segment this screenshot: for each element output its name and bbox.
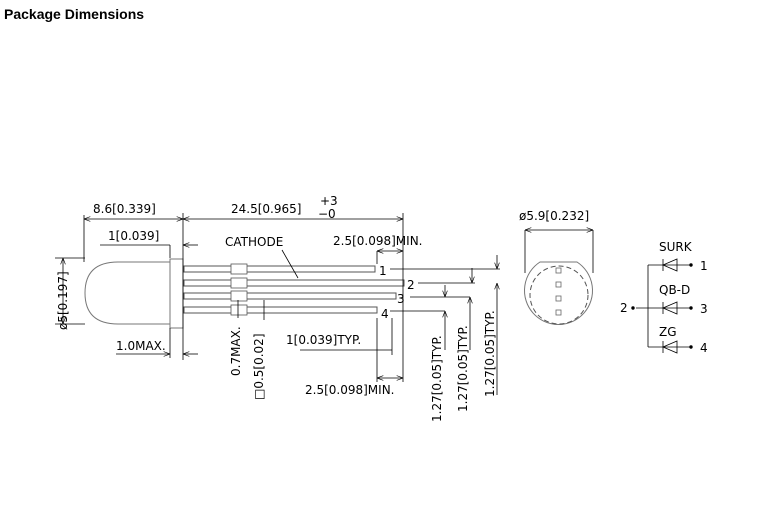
lead-3	[183, 292, 397, 300]
schematic-pin-1: 1	[700, 259, 708, 273]
lead-4	[183, 306, 378, 314]
schematic-pin-3: 3	[700, 302, 708, 316]
dim-flange-width: 1[0.039]	[108, 229, 159, 243]
schematic-common-pin: 2	[620, 301, 628, 315]
dim-lead-length: 24.5[0.965]	[231, 202, 301, 216]
dim-lead-stagger-top: 2.5[0.098]MIN.	[333, 234, 422, 248]
schematic-pin-4: 4	[700, 341, 708, 355]
dim-standoff-max: 0.7MAX.	[229, 326, 243, 376]
pin-label-4: 4	[381, 307, 389, 321]
pin-label-1: 1	[379, 264, 387, 278]
dim-lead-pitch-typ: 1[0.039]TYP.	[286, 333, 361, 347]
dim-lead-square: □0.5[0.02]	[252, 333, 266, 400]
cathode-label: CATHODE	[225, 235, 283, 249]
dim-flange-max: 1.0MAX.	[116, 339, 166, 353]
pin-label-3: 3	[397, 292, 405, 306]
page-title: Package Dimensions	[4, 6, 145, 22]
dim-pitch-1: 1.27[0.05]TYP.	[430, 335, 444, 422]
dim-overall-dome: 8.6[0.339]	[93, 202, 156, 216]
dim-pitch-2: 1.27[0.05]TYP.	[456, 325, 470, 412]
led-flange	[169, 258, 184, 329]
pin-label-2: 2	[407, 278, 415, 292]
lead-1	[183, 265, 376, 273]
dim-lead-stagger-bottom: 2.5[0.098]MIN.	[305, 383, 394, 397]
lead-2	[183, 279, 405, 287]
schematic-label-zg: ZG	[659, 325, 677, 339]
circuit-schematic	[631, 258, 693, 354]
led-dome	[84, 261, 170, 325]
schematic-label-qbd: QB-D	[659, 283, 690, 297]
dim-pitch-3: 1.27[0.05]TYP.	[483, 310, 497, 397]
led-front-view: ø5.9[0.232]	[519, 209, 594, 326]
dim-flange-diameter: ø5.9[0.232]	[519, 209, 589, 223]
led-side-view: 1 2 3 4	[84, 258, 415, 329]
dim-diameter: ø5[0.197]	[56, 271, 70, 330]
schematic-label-surk: SURK	[659, 240, 693, 254]
dim-tol-plus: +3	[320, 194, 338, 208]
dimensions: 8.6[0.339] 24.5[0.965] +3 −0 1[0.039] CA…	[55, 194, 500, 422]
dim-tol-minus: −0	[318, 207, 336, 221]
